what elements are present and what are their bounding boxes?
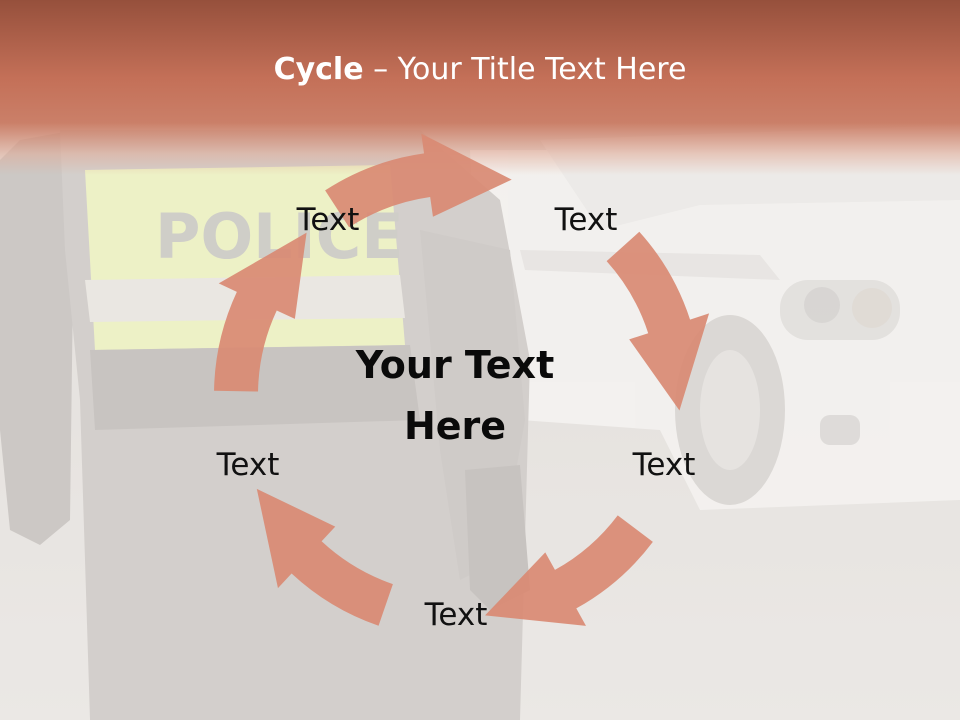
center-text-line-2: Here (403, 404, 507, 448)
arrow-top (325, 133, 512, 228)
arrow-bottom-right (485, 515, 653, 626)
title-prefix: Cycle (273, 52, 364, 87)
center-text: Your Text Here (325, 335, 585, 457)
arrow-left (214, 232, 307, 392)
title-text: Your Title Text Here (397, 52, 687, 87)
officer-figure: POLICE (0, 130, 530, 720)
header-band (0, 0, 960, 175)
title-dash: – (363, 52, 398, 87)
arrow-bottom-left (256, 488, 393, 626)
cycle-node-label-bottom: Text (424, 597, 488, 633)
cycle-node-label-right: Text (632, 447, 696, 483)
cycle-node-label-top-left: Text (296, 202, 360, 238)
center-text-line-1: Your Text (355, 343, 555, 388)
cycle-node-label-left: Text (216, 447, 280, 483)
arrow-right (606, 231, 710, 411)
cycle-node-label-top-right: Text (554, 202, 618, 238)
page-title: Cycle – Your Title Text Here (0, 52, 960, 87)
